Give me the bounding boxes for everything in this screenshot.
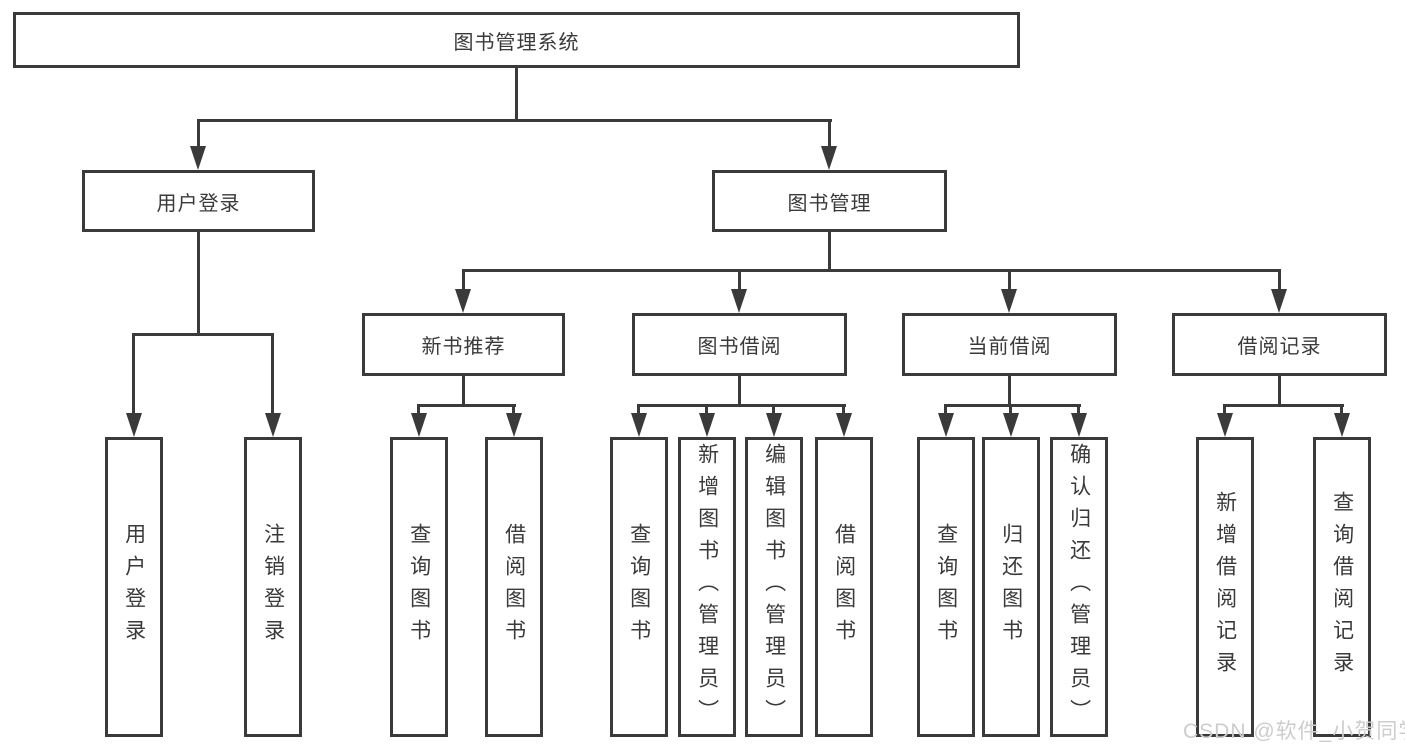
node-label: 确认归还（管理员） xyxy=(1067,443,1091,731)
connector-vline xyxy=(271,333,274,415)
arrow-down-icon xyxy=(506,413,522,437)
node-label: 图书管理系统 xyxy=(453,31,580,54)
node-label: 归还图书 xyxy=(999,523,1023,651)
connector-vline xyxy=(462,374,465,407)
arrow-down-icon xyxy=(265,413,281,437)
connector-hline xyxy=(417,404,516,407)
connector-hline xyxy=(637,404,846,407)
node-user-login: 用户登录 xyxy=(82,170,315,232)
arrow-down-icon xyxy=(1334,413,1350,437)
connector-vline xyxy=(842,404,845,418)
connector-vline xyxy=(1008,269,1011,293)
connector-vline xyxy=(1077,404,1080,418)
node-book-management: 图书管理 xyxy=(712,170,947,232)
connector-vline xyxy=(944,404,947,418)
arrow-down-icon xyxy=(1001,289,1017,313)
connector-vline xyxy=(512,404,515,418)
connector-vline xyxy=(197,230,200,336)
connector-vline xyxy=(515,66,518,122)
arrow-down-icon xyxy=(411,413,427,437)
node-label: 借阅图书 xyxy=(502,523,526,651)
node-label: 图书管理 xyxy=(787,192,872,215)
connector-vline xyxy=(1008,374,1011,407)
connector-hline xyxy=(197,119,832,122)
leaf-user-login: 用户登录 xyxy=(105,437,163,737)
connector-vline xyxy=(1009,404,1012,418)
arrow-down-icon xyxy=(631,413,647,437)
arrow-down-icon xyxy=(1071,413,1087,437)
node-label: 查询图书 xyxy=(934,523,958,651)
node-label: 用户登录 xyxy=(156,192,241,215)
connector-vline xyxy=(1278,269,1281,293)
node-label: 借阅记录 xyxy=(1237,336,1322,358)
watermark-text: CSDN @软件_小贺同学 xyxy=(1183,720,1405,743)
node-label: 新书推荐 xyxy=(421,336,506,358)
node-book-borrowing: 图书借阅 xyxy=(632,313,847,376)
leaf-confirm-return-admin: 确认归还（管理员） xyxy=(1050,437,1108,737)
leaf-edit-books-admin: 编辑图书（管理员） xyxy=(745,437,803,737)
node-label: 图书借阅 xyxy=(697,336,782,358)
node-label: 新增图书（管理员） xyxy=(695,443,719,731)
leaf-query-books-recommend: 查询图书 xyxy=(390,437,448,737)
node-new-book-recommend: 新书推荐 xyxy=(362,313,565,376)
connector-vline xyxy=(1278,374,1281,407)
arrow-down-icon xyxy=(1217,413,1233,437)
connector-vline xyxy=(637,404,640,418)
node-label: 查询借阅记录 xyxy=(1330,491,1354,683)
connector-vline xyxy=(738,269,741,293)
connector-vline xyxy=(738,374,741,407)
leaf-return-books: 归还图书 xyxy=(982,437,1040,737)
arrow-down-icon xyxy=(938,413,954,437)
connector-hline xyxy=(1223,404,1344,407)
connector-hline xyxy=(132,333,274,336)
leaf-borrow-books-borrowing: 借阅图书 xyxy=(815,437,873,737)
connector-hline xyxy=(944,404,1081,407)
arrow-down-icon xyxy=(699,413,715,437)
arrow-down-icon xyxy=(190,146,206,170)
leaf-add-books-admin: 新增图书（管理员） xyxy=(678,437,736,737)
node-label: 当前借阅 xyxy=(967,336,1052,358)
arrow-down-icon xyxy=(1003,413,1019,437)
node-label: 用户登录 xyxy=(122,523,146,651)
connector-vline xyxy=(132,333,135,415)
node-borrowing-records: 借阅记录 xyxy=(1172,313,1387,376)
connector-vline xyxy=(772,404,775,418)
node-label: 查询图书 xyxy=(407,523,431,651)
arrow-down-icon xyxy=(766,413,782,437)
connector-vline xyxy=(828,119,831,151)
node-label: 查询图书 xyxy=(627,523,651,651)
arrow-down-icon xyxy=(455,289,471,313)
arrow-down-icon xyxy=(1271,289,1287,313)
leaf-query-books-borrowing: 查询图书 xyxy=(610,437,668,737)
connector-hline xyxy=(462,269,1281,272)
node-label: 编辑图书（管理员） xyxy=(762,443,786,731)
connector-vline xyxy=(1340,404,1343,418)
node-label: 新增借阅记录 xyxy=(1213,491,1237,683)
arrow-down-icon xyxy=(126,413,142,437)
connector-vline xyxy=(1223,404,1226,418)
node-current-borrowing: 当前借阅 xyxy=(902,313,1117,376)
node-label: 借阅图书 xyxy=(832,523,856,651)
leaf-query-borrow-record: 查询借阅记录 xyxy=(1313,437,1371,737)
connector-vline xyxy=(197,119,200,151)
arrow-down-icon xyxy=(836,413,852,437)
connector-vline xyxy=(705,404,708,418)
node-label: 注销登录 xyxy=(261,523,285,651)
leaf-add-borrow-record: 新增借阅记录 xyxy=(1196,437,1254,737)
leaf-logout: 注销登录 xyxy=(244,437,302,737)
connector-vline xyxy=(417,404,420,418)
connector-vline xyxy=(828,230,831,272)
arrow-down-icon xyxy=(731,289,747,313)
connector-vline xyxy=(462,269,465,293)
arrow-down-icon xyxy=(821,146,837,170)
node-root: 图书管理系统 xyxy=(13,12,1020,68)
leaf-query-books-current: 查询图书 xyxy=(917,437,975,737)
leaf-borrow-books-recommend: 借阅图书 xyxy=(485,437,543,737)
